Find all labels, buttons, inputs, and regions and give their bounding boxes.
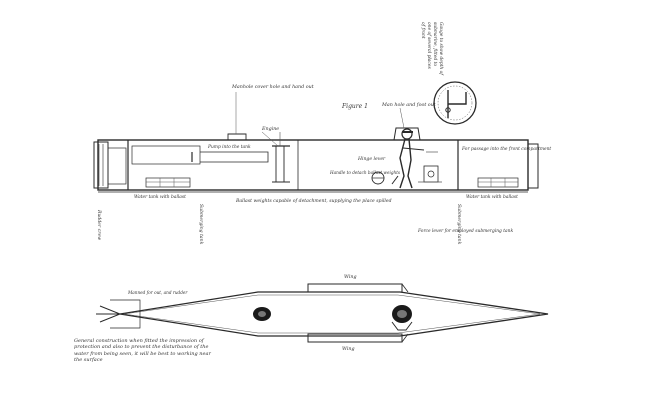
plan-view: Wing Wing Manned for out, and rudder Gen… (74, 274, 549, 364)
figure-title: Figure 1 (341, 103, 368, 110)
pump-pipe (200, 151, 269, 163)
left-ballast-block (145, 177, 191, 188)
operator-figure (391, 128, 425, 189)
plan-hull (119, 291, 549, 337)
label-manhole-right: Man hole and foot out (381, 102, 436, 108)
label-manhole-top-left: Manhole cover hole and hand out (231, 84, 314, 90)
label-submerging-tank-right: Submerging tank (456, 204, 462, 245)
propeller-assembly (107, 147, 127, 185)
label-pump-into-tank: Pump into the tank (207, 145, 251, 150)
label-wing-top: Wing (344, 274, 357, 280)
label-water-tank-right: Water tank with ballast (466, 195, 518, 200)
side-elevation: Figure 1 (93, 22, 551, 245)
operator-hatch (393, 127, 421, 141)
crank-mechanism (371, 151, 442, 185)
wing-top (307, 283, 403, 293)
label-wing-bottom: Wing (342, 346, 355, 352)
caption-box: General construction when fitted the imp… (74, 338, 211, 364)
label-water-tank-left: Water tank with ballast (134, 195, 186, 200)
plan-caption: General construction when fitted the imp… (74, 338, 211, 364)
label-ballast-weights: Ballast weights capable of detachment, s… (235, 198, 392, 204)
label-submerging-tank-left: Submerging tank (198, 204, 204, 245)
label-handle-note: Handle to detach ballast weights (329, 170, 400, 175)
label-hinge-lever: Hinge lever (357, 156, 386, 162)
engine-column (275, 145, 285, 183)
label-engine: Engine (261, 126, 279, 132)
label-passage-right: For passage into the front compartment (461, 147, 551, 152)
right-ballast-block (477, 177, 519, 188)
label-gauge-note: Gauge to show depth ofsubmarine, fitted … (420, 22, 443, 76)
label-rudder-crew: Rudder crew (96, 209, 102, 240)
depth-gauge-icon (433, 81, 477, 125)
wing-bottom (307, 333, 403, 343)
stern-housing (93, 141, 109, 189)
label-fin-note: Manned for out, and rudder (127, 290, 188, 295)
left-hatch (227, 133, 247, 140)
left-tank-pipe (131, 145, 201, 165)
bow-section (527, 143, 539, 189)
label-force-lever: Force lever for employed submerging tank (417, 229, 513, 234)
